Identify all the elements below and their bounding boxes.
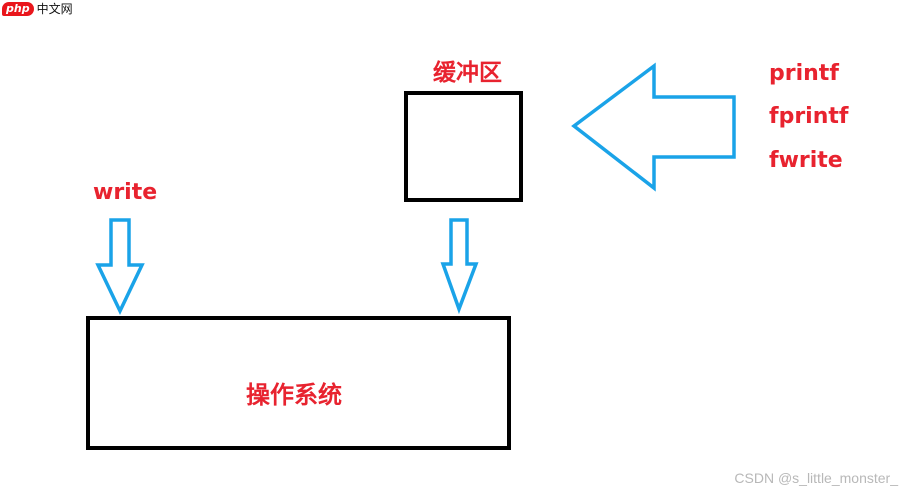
- buffer-label: 缓冲区: [433, 60, 502, 86]
- func-label-printf: printf: [769, 61, 839, 86]
- buffer-to-os-arrow: [440, 218, 479, 315]
- func-label-fwrite: fwrite: [769, 148, 843, 173]
- os-box: [86, 316, 511, 450]
- os-label: 操作系统: [246, 381, 342, 409]
- buffered-write-arrow: [571, 62, 736, 192]
- site-logo: php 中文网: [2, 2, 73, 16]
- watermark: CSDN @s_little_monster_: [734, 470, 898, 486]
- buffer-box: [404, 91, 523, 202]
- write-label: write: [93, 180, 158, 205]
- logo-text: 中文网: [36, 2, 73, 16]
- logo-badge: php: [2, 2, 34, 16]
- func-label-fprintf: fprintf: [769, 104, 849, 129]
- write-to-os-arrow: [95, 218, 145, 316]
